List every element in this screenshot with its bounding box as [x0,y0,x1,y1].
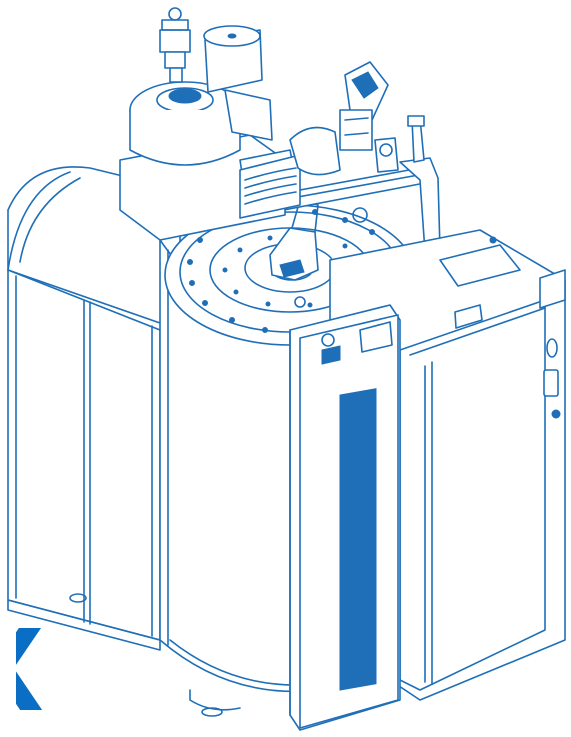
front-grille-panel [289,304,401,731]
left-side-panel [7,269,161,651]
brand-letter-partial: X [16,616,56,728]
fittings [294,207,497,353]
coil [239,126,341,219]
top-lid [164,199,416,346]
valve-cluster [339,61,399,173]
